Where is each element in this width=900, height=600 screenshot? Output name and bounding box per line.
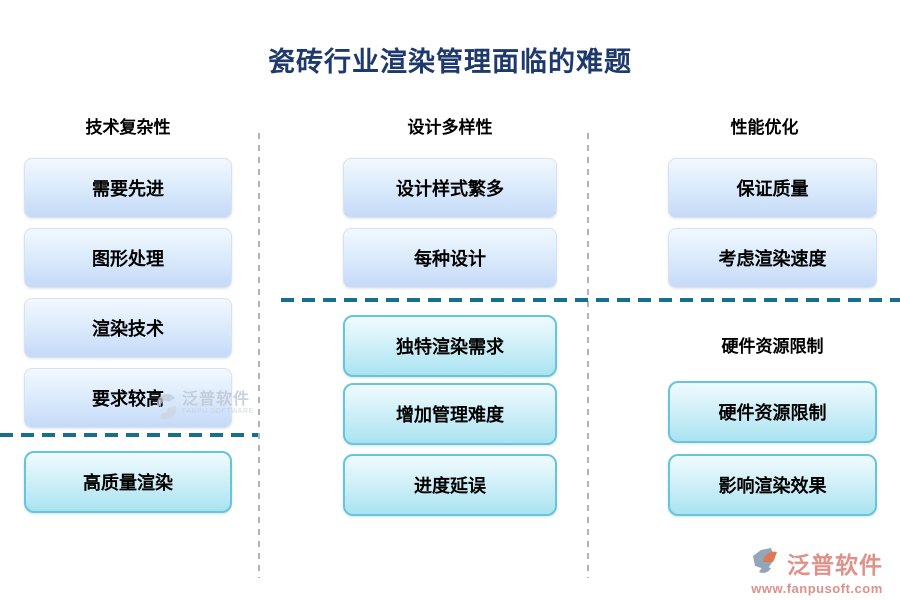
node-box-hardware-resource-limits: 硬件资源限制	[668, 381, 877, 443]
column-divider-line-1	[258, 133, 260, 578]
page-title: 瓷砖行业渲染管理面临的难题	[268, 47, 632, 77]
node-box-high-requirements: 要求较高	[24, 368, 232, 428]
node-box-rendering-technology: 渲染技术	[24, 298, 232, 358]
column-divider-line-2	[587, 133, 589, 578]
watermark-bottom-right-name: 泛普软件	[787, 552, 883, 578]
node-box-affects-rendering-effect: 影响渲染效果	[668, 454, 877, 516]
node-box-graphics-processing: 图形处理	[24, 228, 232, 288]
sub-header-hardware-resource-limits: 硬件资源限制	[721, 337, 824, 356]
section-dashed-line-col2-col3	[281, 298, 900, 302]
column-header-technical-complexity: 技术复杂性	[85, 118, 171, 137]
node-box-each-design: 每种设计	[343, 228, 557, 288]
node-box-high-quality-rendering: 高质量渲染	[24, 451, 232, 513]
node-box-schedule-delay: 进度延误	[343, 454, 557, 516]
node-box-ensure-quality: 保证质量	[668, 158, 877, 218]
node-box-unique-rendering-needs: 独特渲染需求	[343, 315, 557, 377]
node-box-consider-rendering-speed: 考虑渲染速度	[668, 228, 877, 288]
node-box-many-design-styles: 设计样式繁多	[343, 158, 557, 218]
column-header-design-diversity: 设计多样性	[407, 118, 493, 137]
node-box-increased-management-difficulty: 增加管理难度	[343, 383, 557, 445]
section-dashed-line-col1	[0, 433, 258, 437]
node-box-need-advanced: 需要先进	[24, 158, 232, 218]
watermark-bottom-right-url: www.fanpusoft.com	[751, 581, 883, 596]
fanpu-logo-icon	[753, 548, 777, 573]
watermark-bottom-right: 泛普软件 www.fanpusoft.com	[742, 546, 892, 596]
column-header-performance-optimization: 性能优化	[730, 118, 799, 137]
